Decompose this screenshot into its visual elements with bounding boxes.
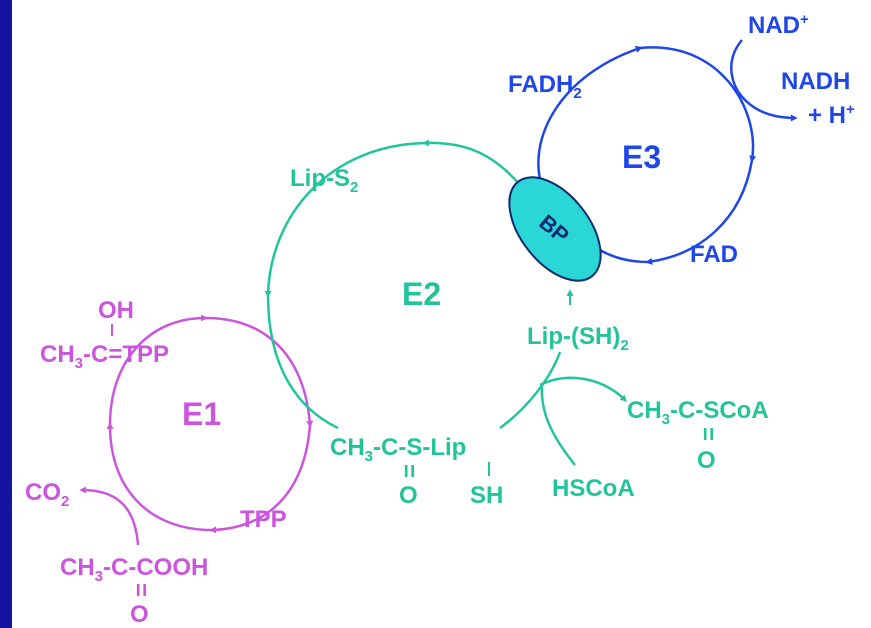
pyruvate-label: CH3-C-COOH xyxy=(60,554,208,585)
e3-cycle: E3 FADH2 FAD NAD+ NADH + H+ xyxy=(508,11,855,268)
e3-cycle-arc-right xyxy=(639,46,757,163)
e2-enzyme-label: E2 xyxy=(402,276,441,312)
e2-cycle-arc-bottom-right xyxy=(499,351,562,430)
e2-cycle-arc-left xyxy=(264,141,426,298)
e1-enzyme-label: E1 xyxy=(182,396,221,432)
acetyl-lipoamide-double-bond: = xyxy=(395,464,422,478)
nad-to-nadh-arrow xyxy=(730,39,798,122)
lipoamide-reduced-label: Lip-(SH)2 xyxy=(527,323,629,354)
e3-cycle-arc-top xyxy=(537,46,643,191)
e1-cycle-arc-right xyxy=(204,316,314,428)
acetyl-coa-arrow xyxy=(539,376,627,402)
co2-label: CO2 xyxy=(25,479,69,510)
hscoa-label: HSCoA xyxy=(552,475,635,502)
acetyl-coa-double-bond: = xyxy=(694,427,721,441)
e1-cycle-arc-bottom xyxy=(209,424,312,534)
nadh-label: NADH xyxy=(781,68,850,95)
e3-enzyme-label: E3 xyxy=(622,139,661,175)
hydroxyethyl-tpp: CH3-C=TPP xyxy=(40,341,169,372)
fadh2-label: FADH2 xyxy=(508,71,582,102)
hydroxyethyl-oh: OH xyxy=(98,297,134,324)
e2-cycle: E2 Lip-S2 Lip-(SH)2 CH3-C-S-Lip = O SH H… xyxy=(264,139,769,509)
left-border-bar xyxy=(0,0,12,628)
acetyl-coa-oxygen: O xyxy=(697,447,716,474)
acetyl-lipoamide-label: CH3-C-S-Lip xyxy=(330,434,466,465)
fad-label: FAD xyxy=(690,241,738,268)
binding-protein: BP xyxy=(508,176,602,282)
acetyl-lipoamide-sh: SH xyxy=(470,482,503,509)
nad-label: NAD+ xyxy=(748,11,809,39)
e1-cycle: E1 OH CH3-C=TPP TPP CO2 CH3-C-COOH = O xyxy=(25,297,314,628)
acetyl-lipoamide-oxygen: O xyxy=(399,482,418,509)
tpp-label: TPP xyxy=(240,506,287,533)
e1-co2-release-arrow xyxy=(79,486,140,546)
pyruvate-double-bond: = xyxy=(127,583,154,597)
binding-protein-oval xyxy=(508,176,602,282)
pyruvate-oxygen: O xyxy=(130,601,149,628)
acetyl-coa-label: CH3-C-SCoA xyxy=(627,397,769,428)
e2-cycle-arc-top-left xyxy=(422,139,521,186)
e1-cycle-arc-top xyxy=(108,314,208,426)
e3-cycle-arc-bottom xyxy=(645,159,754,265)
hscoa-input-arrow xyxy=(540,384,576,466)
e1-cycle-arc-left xyxy=(106,422,213,532)
e2-cycle-arc-bottom-left xyxy=(266,294,339,430)
h-plus-label: + H+ xyxy=(808,101,855,129)
lipoamide-oxidized-label: Lip-S2 xyxy=(290,165,358,196)
